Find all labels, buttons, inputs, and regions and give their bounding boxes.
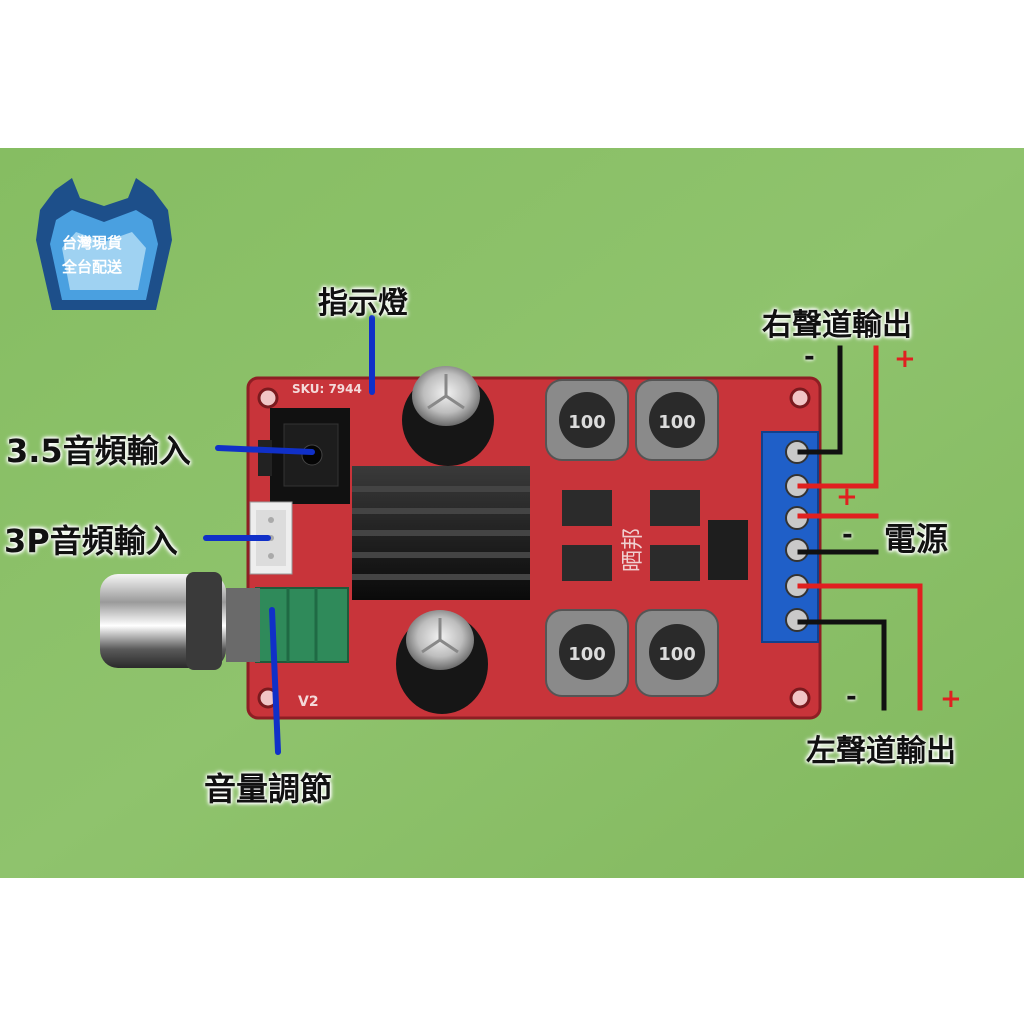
- inductor-top-right: 100: [635, 379, 719, 461]
- capacitor-bottom: [396, 610, 488, 714]
- wire-left-minus: [797, 619, 887, 711]
- sign-power-plus: +: [836, 482, 858, 512]
- pointer-lines: [203, 315, 375, 755]
- sign-left-minus: -: [846, 682, 857, 712]
- svg-text:100: 100: [568, 412, 606, 433]
- label-right-output: 右聲道輸出: [762, 308, 912, 343]
- badge-line-1: 台灣現貨: [62, 234, 123, 252]
- mount-hole: [789, 687, 811, 709]
- badge-line-2: 全台配送: [62, 258, 123, 276]
- mount-hole: [789, 387, 811, 409]
- label-indicator: 指示燈: [318, 286, 408, 321]
- svg-text:100: 100: [658, 644, 696, 665]
- smd-inductor: [562, 545, 612, 581]
- board-version: V2: [298, 694, 319, 710]
- sign-right-minus: -: [804, 342, 815, 372]
- volume-potentiometer: [226, 587, 349, 663]
- wire-left-plus: [797, 583, 923, 711]
- board-brand: 晒邦: [621, 528, 646, 572]
- label-volume: 音量調節: [204, 770, 333, 808]
- audio-jack-35: [258, 408, 350, 504]
- inductor-bottom-right: 100: [635, 609, 719, 697]
- volume-knob: [100, 572, 226, 670]
- pointer-volume: [269, 607, 281, 755]
- smd-inductor: [650, 490, 700, 526]
- svg-text:100: 100: [568, 644, 606, 665]
- wires: [797, 345, 923, 711]
- svg-text:100: 100: [658, 412, 696, 433]
- sign-right-plus: +: [894, 344, 916, 374]
- inductor-top-left: 100: [545, 379, 629, 461]
- capacitor-top: [402, 366, 494, 466]
- stock-badge: [36, 178, 172, 310]
- label-audio-3p: 3P音頻輸入: [4, 522, 178, 560]
- sign-power-minus: -: [842, 520, 853, 550]
- label-audio-35: 3.5音頻輸入: [6, 432, 191, 470]
- heatsink: [352, 466, 530, 600]
- smd-inductor: [650, 545, 700, 581]
- board-sku: SKU: 7944: [292, 382, 362, 396]
- smd-inductor: [562, 490, 612, 526]
- wire-right-minus: [797, 345, 843, 455]
- screw-terminal: [761, 431, 819, 643]
- label-power: 電源: [884, 520, 949, 558]
- sign-left-plus: +: [940, 684, 962, 714]
- amplifier-board: SKU: 7944 V2 晒邦: [100, 366, 822, 720]
- inductor-bottom-left: 100: [545, 609, 629, 697]
- diode: [708, 520, 748, 580]
- wire-right-plus: [797, 345, 879, 489]
- pointer-audio-35: [215, 445, 315, 455]
- label-left-output: 左聲道輸出: [806, 734, 956, 769]
- mount-hole: [257, 387, 279, 409]
